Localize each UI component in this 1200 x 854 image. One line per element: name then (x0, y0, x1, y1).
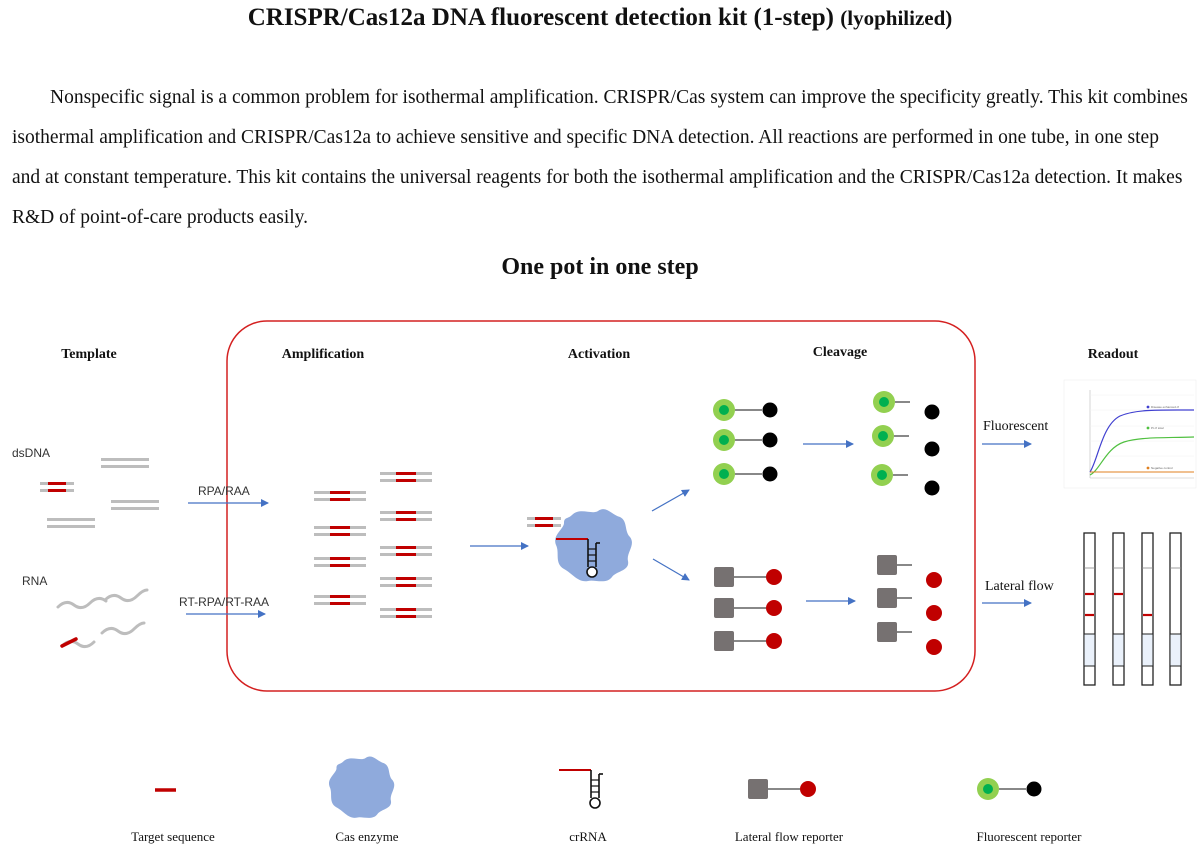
strip-1 (1083, 532, 1096, 686)
curve-legend-top: Disease enhanced cf (1151, 405, 1179, 409)
strip-2 (1112, 532, 1125, 686)
rna-templates (56, 588, 149, 649)
rpa-label: RPA/RAA (198, 484, 250, 498)
lateral-flow-strips (1083, 532, 1182, 686)
fluorescence-curve-chart: Disease enhanced cf Pt cf total Negative… (1063, 379, 1197, 489)
activation-target (527, 517, 561, 527)
stage-cleavage: Cleavage (813, 345, 867, 360)
stage-readout: Readout (1088, 347, 1139, 362)
title-main: CRISPR/Cas12a DNA fluorescent detection … (247, 4, 835, 31)
section-heading: One pot in one step (501, 254, 699, 280)
curve-positive-low (1089, 436, 1195, 476)
intact-lateral-flow-reporters (713, 566, 783, 652)
legend-target-sequence-label: Target sequence (131, 829, 215, 844)
page-title: CRISPR/Cas12a DNA fluorescent detection … (0, 4, 1200, 32)
strip-3 (1141, 532, 1154, 686)
legend-fluorescent-reporter-label: Fluorescent reporter (976, 829, 1082, 844)
curve-positive-high (1089, 409, 1195, 473)
curve-legend-mid: Pt cf total (1151, 426, 1164, 430)
amplicons (314, 472, 432, 618)
legend-cas-enzyme-icon (329, 756, 395, 818)
legend-cas-enzyme-label: Cas enzyme (335, 829, 398, 844)
legend: Target sequence Cas enzyme crRNA Lateral… (131, 756, 1082, 844)
stage-amplification: Amplification (282, 347, 365, 362)
dsdna-templates (40, 458, 159, 528)
cleaved-fluorescent-reporters (871, 391, 940, 496)
legend-fluorescent-reporter-icon (976, 777, 1043, 801)
lateral-flow-label: Lateral flow (985, 579, 1055, 594)
cleaved-lateral-flow-reporters (877, 555, 942, 655)
legend-crrna-icon (558, 769, 604, 809)
legend-lateral-flow-reporter-icon (747, 778, 817, 800)
title-sub: (lyophilized) (840, 6, 953, 30)
one-pot-frame (226, 320, 976, 692)
fluorescent-label: Fluorescent (983, 419, 1048, 434)
rtrpa-label: RT-RPA/RT-RAA (179, 595, 269, 609)
description-paragraph: Nonspecific signal is a common problem f… (12, 87, 1188, 228)
rna-target (60, 637, 78, 648)
rna-label: RNA (22, 574, 47, 588)
curve-legend-low: Negative control (1151, 466, 1173, 470)
strip-4 (1169, 532, 1182, 686)
legend-lateral-flow-reporter-label: Lateral flow reporter (735, 829, 844, 844)
legend-crrna-label: crRNA (569, 829, 607, 844)
intact-fluorescent-reporters (712, 398, 779, 486)
stage-activation: Activation (568, 347, 630, 362)
stage-template: Template (61, 347, 116, 362)
dsdna-label: dsDNA (12, 446, 50, 460)
activation-up-arrow (651, 489, 690, 512)
activation-down-arrow (652, 558, 690, 581)
